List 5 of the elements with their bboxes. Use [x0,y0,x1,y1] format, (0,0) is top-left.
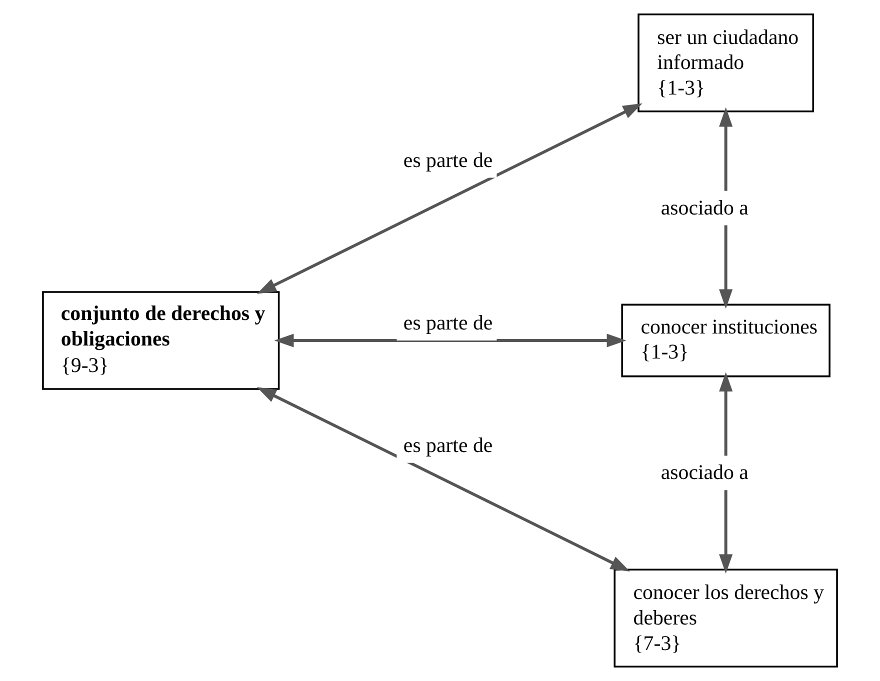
edge-label: es parte de [403,148,493,172]
edge-label: asociado a [660,195,748,220]
edge-label: es parte de [403,432,493,457]
edge-label: asociado a [660,460,748,484]
edge-label: es parte de [403,310,493,335]
